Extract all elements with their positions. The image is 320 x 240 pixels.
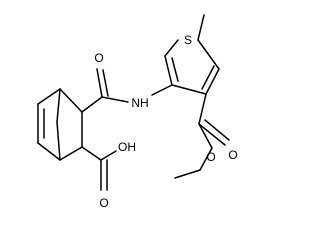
ester-oxygen-label: O <box>206 150 215 164</box>
bond-lines <box>37 14 230 191</box>
sulfur-label: S <box>184 33 192 47</box>
amide-nitrogen-label: NH <box>131 96 148 110</box>
molecule-structure: S NH OH O O O O <box>37 14 238 210</box>
atom-labels: S NH OH O O O O <box>94 33 237 210</box>
ester-carbonyl-oxygen-label: O <box>228 148 237 162</box>
amide-carbonyl-oxygen-label: O <box>94 51 103 65</box>
acid-carbonyl-oxygen-label: O <box>99 196 108 210</box>
acid-hydroxyl-label: OH <box>118 140 136 154</box>
